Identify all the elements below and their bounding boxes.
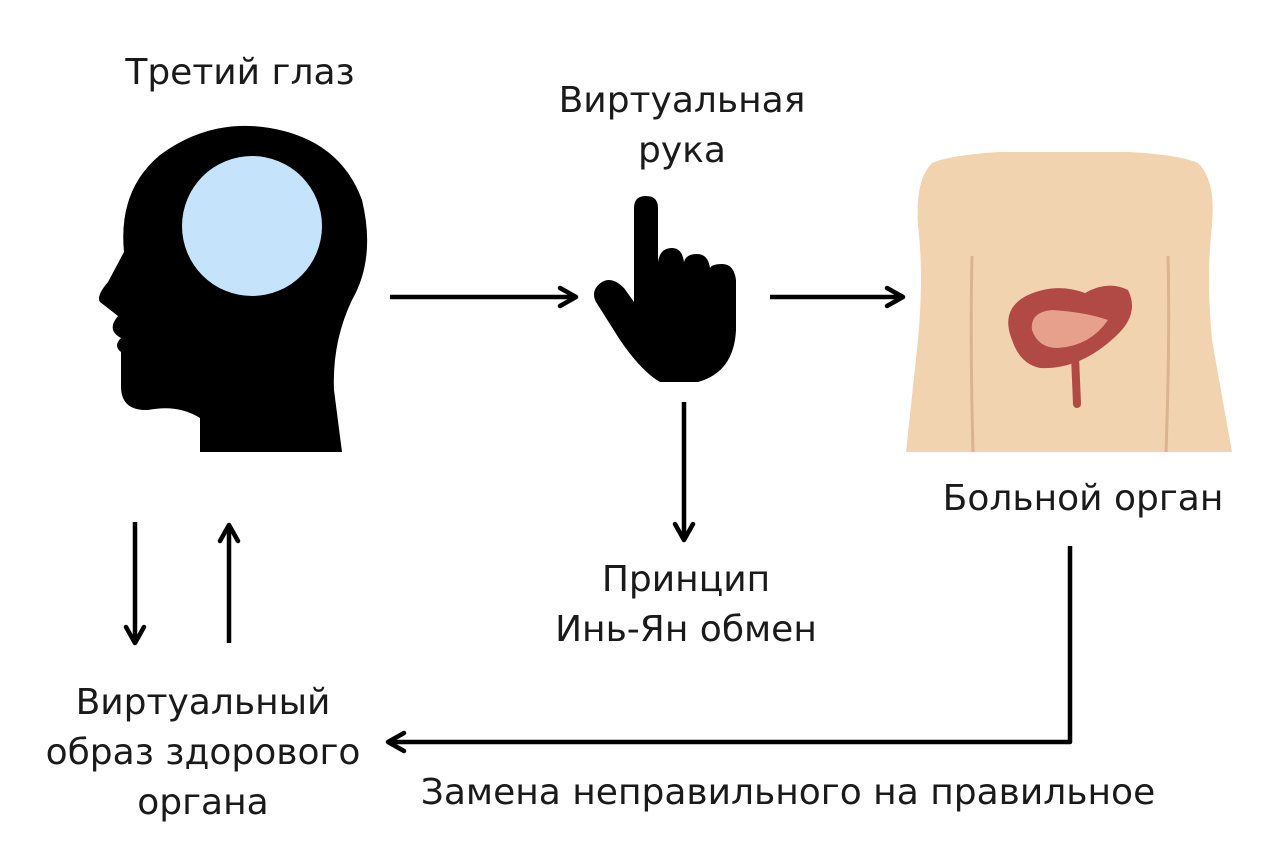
- label-virtual-image-line1: Виртуальный: [75, 682, 331, 723]
- label-principle: Принцип Инь-Ян обмен: [536, 555, 836, 655]
- label-virtual-image-line2: образ здорового: [45, 732, 361, 773]
- label-virtual-image: Виртуальный образ здорового органа: [30, 678, 376, 828]
- label-principle-line1: Принцип: [601, 559, 771, 600]
- arrow-organ-to-image: [385, 546, 1073, 754]
- label-virtual-hand-line2: рука: [638, 130, 726, 171]
- label-third-eye: Третий глаз: [125, 52, 355, 93]
- label-virtual-hand: Виртуальная рука: [540, 76, 824, 176]
- label-replacement: Замена неправильного на правильное: [420, 772, 1156, 813]
- label-sick-organ: Больной орган: [942, 478, 1224, 519]
- third-eye-circle: [182, 156, 322, 296]
- diseased-organ-icon: [1008, 285, 1132, 408]
- label-virtual-image-line3: органа: [137, 782, 269, 823]
- torso-icon: [906, 152, 1232, 453]
- label-principle-line2: Инь-Ян обмен: [555, 609, 817, 650]
- pointing-hand-icon: [594, 196, 736, 382]
- head-silhouette-icon: [99, 125, 368, 452]
- label-virtual-hand-line1: Виртуальная: [558, 80, 806, 121]
